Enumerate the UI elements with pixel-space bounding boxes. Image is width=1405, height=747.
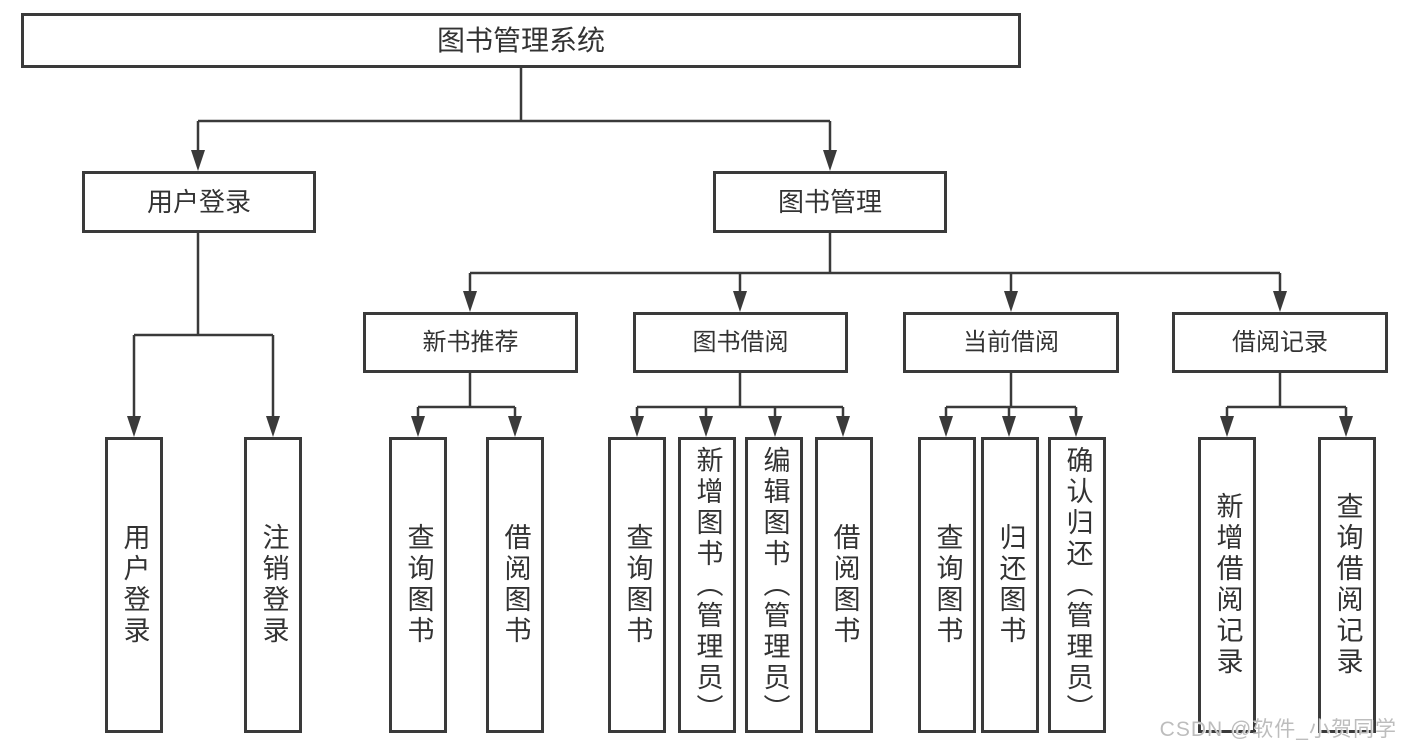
node-book-management: 图书管理 (713, 171, 947, 233)
leaf-label: 查询图书 (932, 523, 963, 647)
node-new-book-recommend: 新书推荐 (363, 312, 578, 373)
node-current-borrow: 当前借阅 (903, 312, 1119, 373)
leaf-borrow-query-books: 查询图书 (608, 437, 666, 733)
leaf-label: 编辑图书（管理员） (759, 445, 790, 725)
node-root-system: 图书管理系统 (21, 13, 1021, 68)
leaf-logout: 注销登录 (244, 437, 302, 733)
leaf-label: 新增图书（管理员） (692, 445, 723, 725)
leaf-recommend-borrow-books: 借阅图书 (486, 437, 544, 733)
leaf-confirm-return-admin: 确认归还（管理员） (1048, 437, 1106, 733)
csdn-watermark: CSDN @软件_小贺同学 (1159, 718, 1397, 741)
leaf-add-books-admin: 新增图书（管理员） (678, 437, 736, 733)
node-book-borrow: 图书借阅 (633, 312, 848, 373)
leaf-query-borrow-record: 查询借阅记录 (1318, 437, 1376, 733)
leaf-label: 确认归还（管理员） (1062, 445, 1093, 725)
leaf-label: 归还图书 (995, 523, 1026, 647)
node-user-login: 用户登录 (82, 171, 316, 233)
leaf-label: 查询图书 (403, 523, 434, 647)
leaf-label: 借阅图书 (829, 523, 860, 647)
leaf-user-login: 用户登录 (105, 437, 163, 733)
leaf-borrow-books: 借阅图书 (815, 437, 873, 733)
leaf-recommend-query-books: 查询图书 (389, 437, 447, 733)
leaf-label: 查询借阅记录 (1332, 492, 1363, 678)
leaf-label: 新增借阅记录 (1212, 492, 1243, 678)
node-borrow-records: 借阅记录 (1172, 312, 1388, 373)
leaf-return-books: 归还图书 (981, 437, 1039, 733)
leaf-edit-books-admin: 编辑图书（管理员） (745, 437, 803, 733)
leaf-current-query-books: 查询图书 (918, 437, 976, 733)
leaf-add-borrow-record: 新增借阅记录 (1198, 437, 1256, 733)
leaf-label: 注销登录 (258, 523, 289, 647)
leaf-label: 查询图书 (622, 523, 653, 647)
leaf-label: 用户登录 (119, 523, 150, 647)
leaf-label: 借阅图书 (500, 523, 531, 647)
